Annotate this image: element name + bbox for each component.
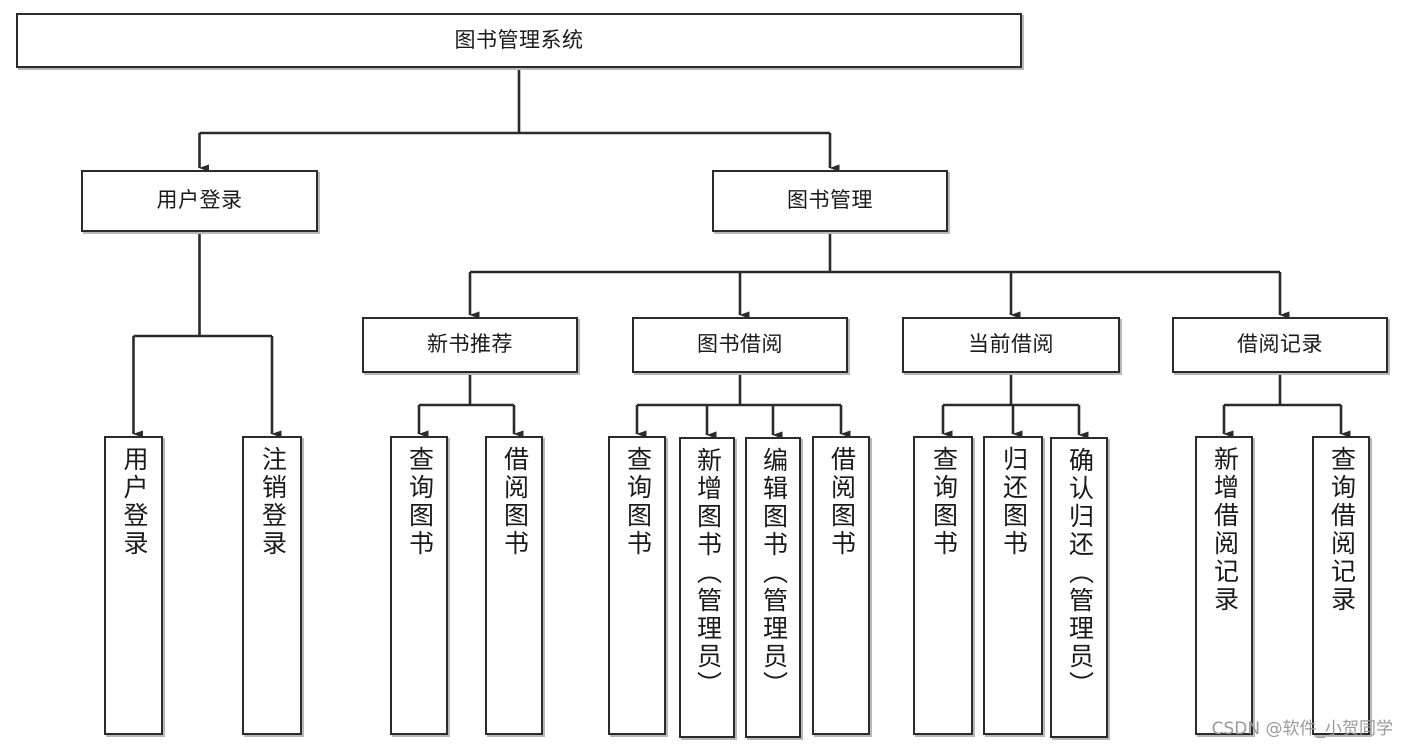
node-label: 用户登录 (120, 446, 148, 558)
node-label: 编辑图书（管理员） (759, 447, 788, 699)
node-label: 借阅图书 (827, 446, 856, 558)
node-leaf-query1[interactable]: 查询图书 (390, 436, 448, 735)
node-newbooks[interactable]: 新书推荐 (362, 317, 578, 373)
node-label: 用户登录 (156, 189, 243, 213)
node-label: 新书推荐 (427, 333, 513, 357)
node-root[interactable]: 图书管理系统 (16, 13, 1022, 68)
node-leaf-borrow1[interactable]: 借阅图书 (485, 436, 543, 735)
node-leaf-query3[interactable]: 查询图书 (913, 436, 973, 735)
node-label: 查询图书 (929, 446, 958, 558)
node-leaf-query2[interactable]: 查询图书 (608, 436, 666, 735)
node-leaf-borrow2[interactable]: 借阅图书 (812, 436, 870, 735)
node-leaf-queryrec[interactable]: 查询借阅记录 (1312, 436, 1370, 735)
node-label: 确认归还（管理员） (1065, 447, 1094, 699)
node-label: 查询图书 (405, 446, 434, 558)
node-current[interactable]: 当前借阅 (902, 317, 1120, 373)
node-label: 借阅记录 (1237, 333, 1323, 357)
node-bookmgmt[interactable]: 图书管理 (712, 170, 948, 232)
node-label: 注销登录 (258, 446, 287, 558)
node-label: 新增借阅记录 (1210, 446, 1239, 614)
node-login[interactable]: 用户登录 (81, 170, 318, 232)
node-label: 查询图书 (623, 446, 652, 558)
node-label: 归还图书 (999, 446, 1028, 558)
node-label: 图书管理 (787, 189, 873, 213)
node-label: 借阅图书 (500, 446, 529, 558)
node-leaf-return[interactable]: 归还图书 (983, 436, 1043, 735)
node-leaf-logout[interactable]: 注销登录 (242, 436, 302, 735)
node-label: 查询借阅记录 (1327, 446, 1356, 614)
node-leaf-edit[interactable]: 编辑图书（管理员） (745, 437, 801, 738)
node-leaf-confirm[interactable]: 确认归还（管理员） (1050, 437, 1108, 738)
node-label: 图书管理系统 (454, 28, 584, 52)
node-label: 当前借阅 (968, 333, 1054, 357)
node-label: 新增图书（管理员） (693, 447, 722, 699)
node-borrowbook[interactable]: 图书借阅 (632, 317, 848, 373)
node-records[interactable]: 借阅记录 (1172, 317, 1388, 373)
csdn-watermark: CSDN @软件_小贺同学 (1211, 719, 1393, 739)
node-leaf-add[interactable]: 新增图书（管理员） (679, 437, 735, 738)
node-label: 图书借阅 (697, 333, 783, 357)
node-leaf-login[interactable]: 用户登录 (104, 436, 163, 735)
node-leaf-addrec[interactable]: 新增借阅记录 (1195, 436, 1253, 735)
